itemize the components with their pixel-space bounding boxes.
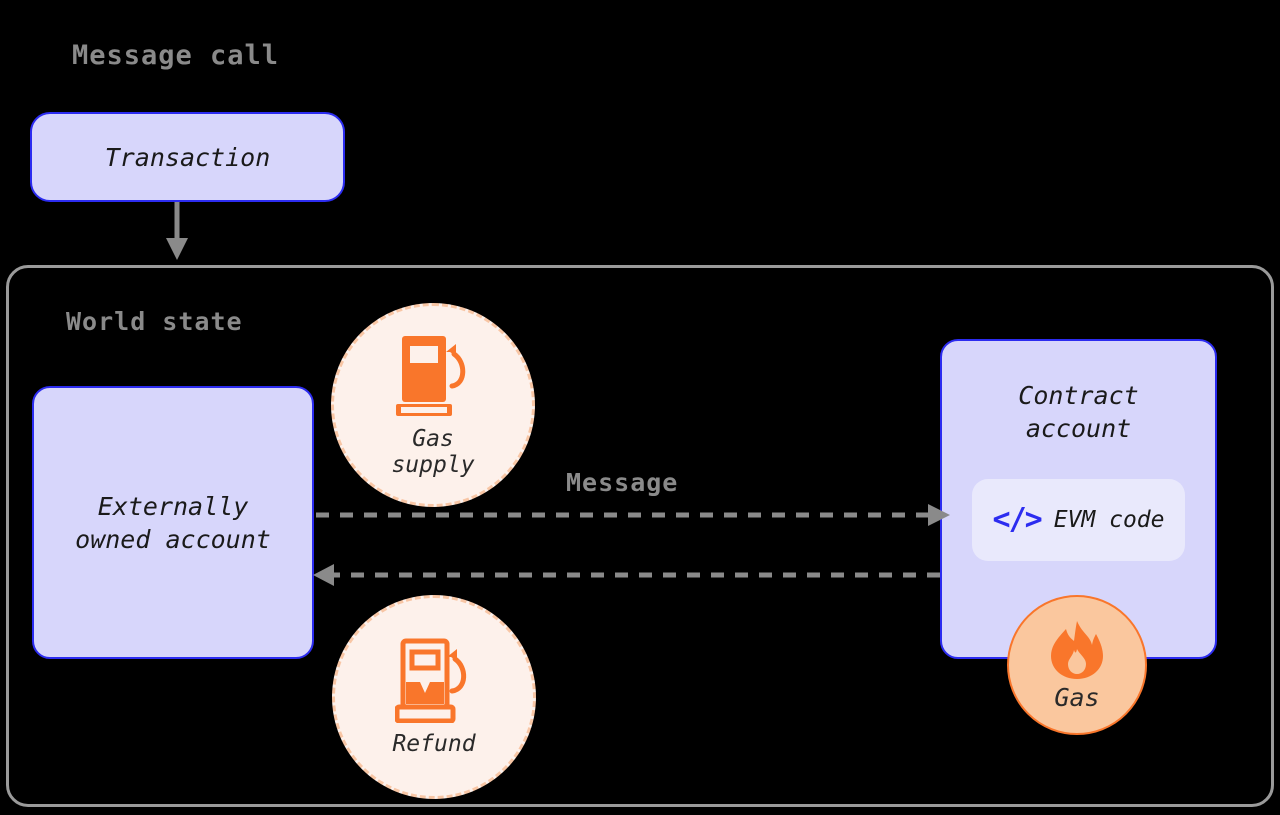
transaction-label: Transaction [104, 142, 271, 172]
gas-flame-label: Gas [1054, 682, 1100, 712]
eoa-label-line2: owned account [75, 524, 271, 554]
code-brackets-icon: </> [992, 502, 1043, 537]
evm-code-pill: </> EVM code [972, 479, 1185, 561]
externally-owned-account-node: Externally owned account [32, 386, 314, 659]
fuel-pump-full-icon [396, 335, 466, 416]
world-state-title: World state [66, 307, 243, 336]
gas-supply-label-line1: Gas [412, 425, 454, 452]
fuel-pump-partial-icon [395, 638, 467, 723]
transaction-to-world-state-arrow [166, 202, 188, 260]
evm-code-label: EVM code [1053, 506, 1165, 533]
gas-supply-badge: Gas supply [331, 303, 535, 507]
eoa-label-line1: Externally [97, 491, 249, 521]
message-arrow-label: Message [566, 468, 679, 497]
gas-flame-badge: Gas [1007, 595, 1147, 735]
refund-label-line1: Refund [392, 730, 476, 757]
gas-supply-label: Gas supply [391, 425, 475, 479]
gas-supply-label-line2: supply [391, 451, 475, 478]
contract-label-line1: Contract [1018, 381, 1139, 410]
contract-label-line2: account [1025, 414, 1132, 443]
refund-label: Refund [392, 730, 476, 758]
message-call-title: Message call [72, 40, 280, 71]
refund-badge: Refund [332, 595, 536, 799]
transaction-node: Transaction [30, 112, 345, 202]
flame-icon [1051, 620, 1103, 679]
world-state-container [6, 265, 1274, 807]
